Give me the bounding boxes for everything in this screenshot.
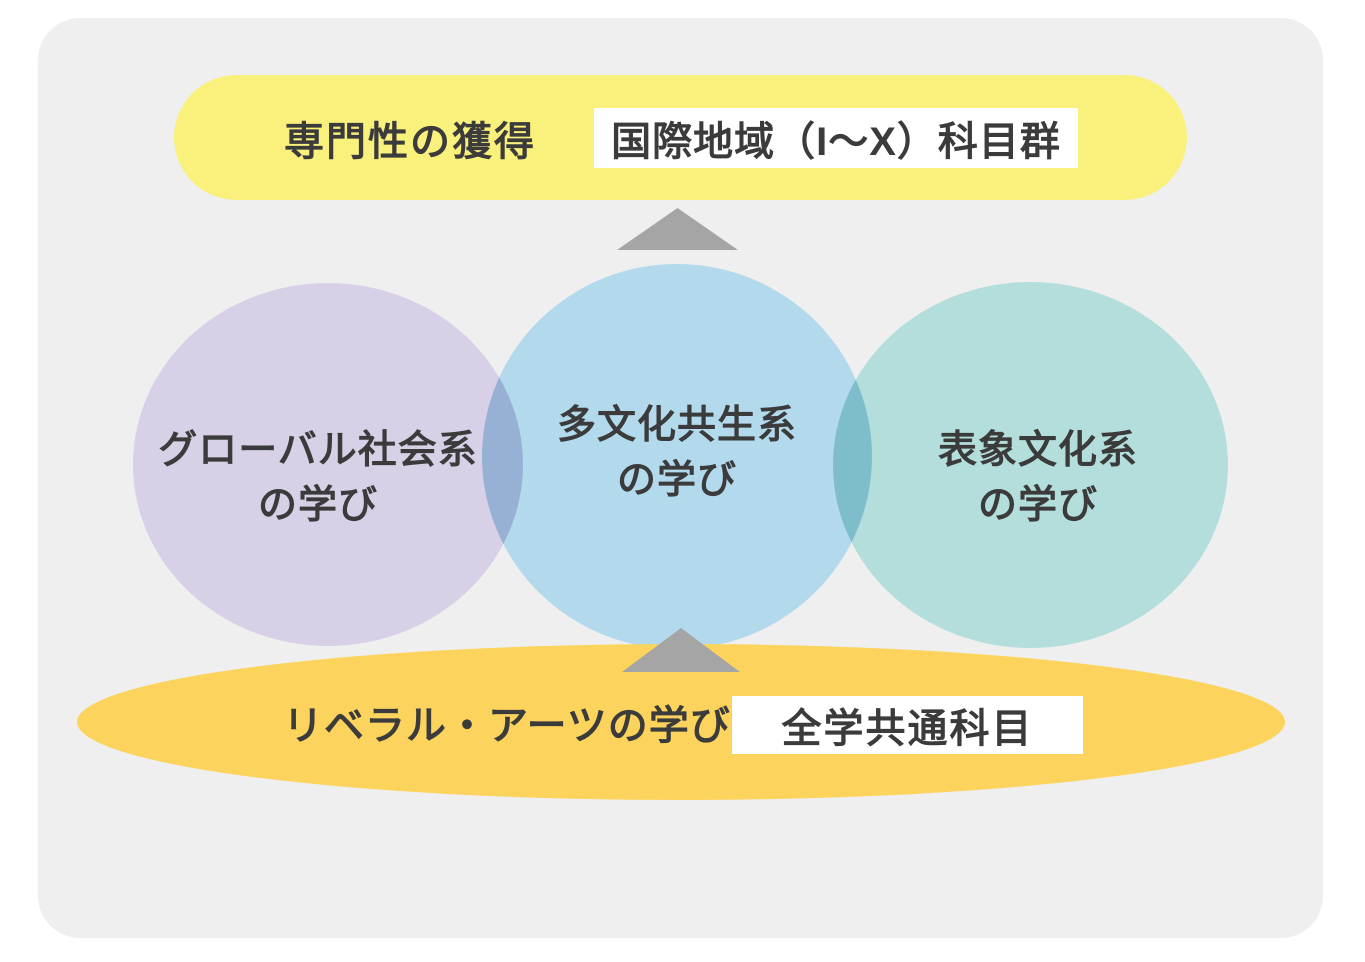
circle-global-society [133, 283, 523, 646]
international-area-subjects-box: 国際地域（I～X）科目群 [594, 108, 1078, 168]
circle-label-global-society: グローバル社会系 の学び [128, 423, 508, 534]
circle-label-line: の学び [257, 484, 378, 528]
specialization-label: 専門性の獲得 [284, 119, 536, 164]
liberal-arts-label: リベラル・アーツの学び [283, 704, 731, 748]
circle-label-multicultural: 多文化共生系 の学び [487, 398, 867, 509]
circle-representation-culture [833, 282, 1228, 648]
circle-label-line: 表象文化系 [937, 429, 1138, 472]
common-subjects-box: 全学共通科目 [732, 696, 1083, 754]
circle-multicultural [482, 264, 872, 649]
circle-label-line: グローバル社会系 [158, 429, 478, 472]
circle-label-line: 多文化共生系 [556, 404, 797, 447]
circle-label-representation-culture: 表象文化系 の学び [848, 423, 1228, 534]
circle-label-line: の学び [616, 459, 737, 503]
circle-label-line: の学び [977, 484, 1098, 528]
specialization-banner: 専門性の獲得 国際地域（I～X）科目群 [174, 75, 1187, 200]
